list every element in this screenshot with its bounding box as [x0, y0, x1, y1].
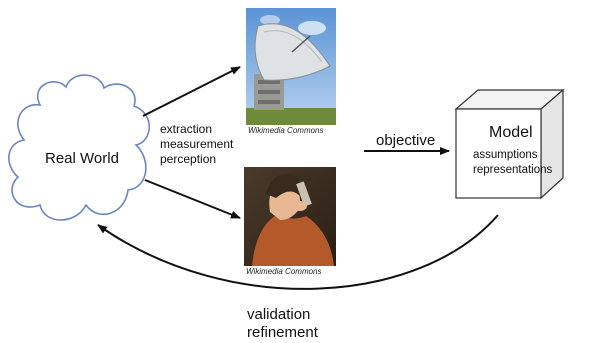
feedback-labels: validation refinement: [247, 306, 318, 342]
radio-telescope-image: [246, 8, 336, 125]
assumptions-label: assumptions: [473, 149, 538, 161]
measurement-label: measurement: [160, 137, 234, 151]
arrow-feedback: [97, 214, 499, 290]
real-world-label: Real World: [45, 150, 119, 167]
real-world-cloud: [8, 74, 150, 221]
model-box: [454, 88, 565, 200]
acquisition-labels: extraction measurement perception: [160, 122, 233, 167]
portrait-credit: Wikimedia Commons: [246, 267, 322, 276]
refinement-label: refinement: [247, 324, 318, 341]
portrait-image: [244, 167, 336, 266]
extraction-label: extraction: [160, 122, 213, 136]
model-details: assumptions representations: [473, 148, 552, 178]
validation-label: validation: [247, 306, 311, 323]
perception-label: perception: [160, 152, 217, 166]
model-title: Model: [489, 124, 533, 141]
objective-label: objective: [376, 132, 436, 149]
telescope-credit: Wikimedia Commons: [248, 126, 324, 135]
arrow-cloud-to-portrait: [144, 179, 241, 219]
arrow-cloud-to-telescope: [142, 66, 241, 117]
representations-label: representations: [473, 164, 553, 176]
